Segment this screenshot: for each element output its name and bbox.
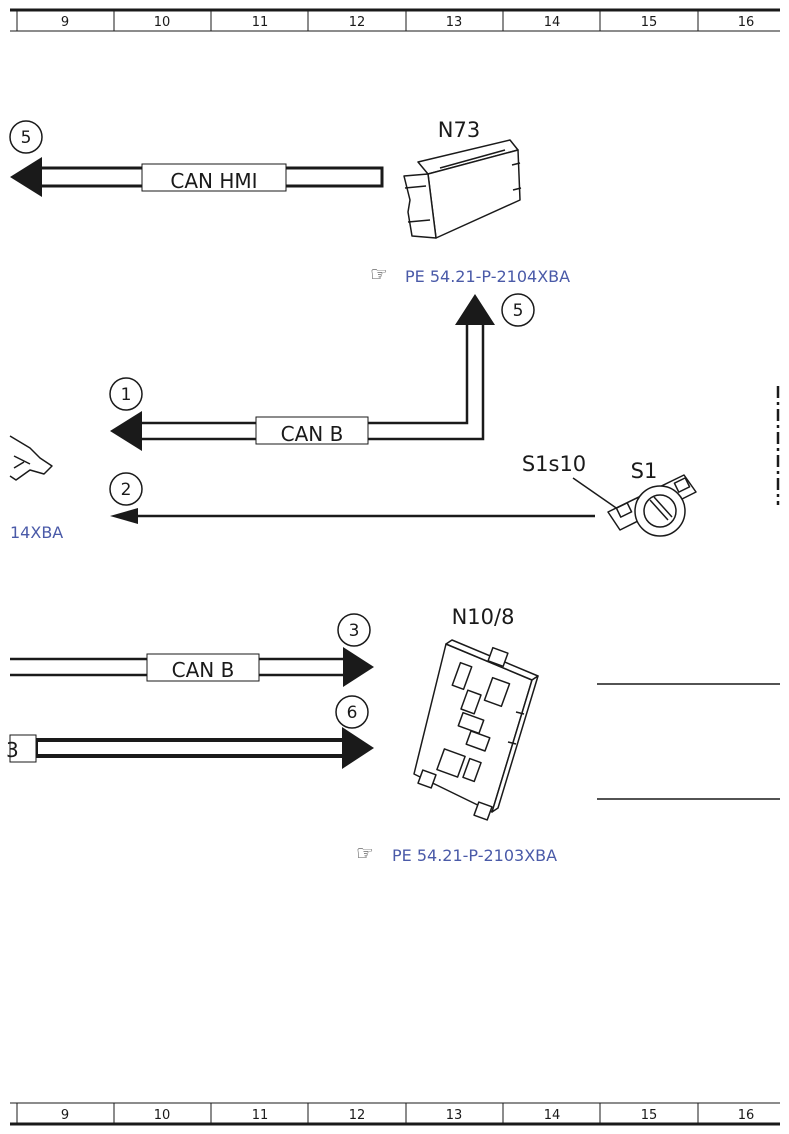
ruler-top-cell: 14 [544, 15, 561, 30]
marker-number: 3 [349, 621, 360, 641]
marker-number: 5 [513, 301, 524, 321]
left-edge-ref-fragment[interactable]: 14XBA [10, 523, 63, 542]
can-b-lower-arrowhead [343, 647, 374, 687]
can-hmi-label: CAN HMI [170, 169, 257, 193]
ruler-bottom-cell: 15 [641, 1108, 658, 1123]
ruler-bottom-cell: 11 [252, 1108, 269, 1123]
ruler-top-cell: 16 [738, 15, 755, 30]
can-b-lower-label: CAN B [172, 658, 235, 682]
ruler-bottom-cell: 16 [738, 1108, 755, 1123]
n73-module-icon [403, 139, 522, 239]
can-b-upper-left-arrowhead [110, 411, 142, 451]
marker-circle: 1 [109, 377, 143, 411]
signal-arrowhead [110, 508, 138, 524]
marker-circle: 3 [337, 613, 371, 647]
ruler-top-cell: 10 [154, 15, 171, 30]
n73-reference-link[interactable]: ☞ PE 54.21-P-2104XBA [370, 262, 570, 286]
marker-circle: 5 [501, 293, 535, 327]
bus-6-arrowhead [342, 727, 374, 769]
hand-pointer-icon: ☞ [356, 841, 374, 865]
s1s10-label: S1s10 [522, 452, 586, 476]
ruler-top-cell: 12 [349, 15, 366, 30]
ruler-bottom-cell: 13 [446, 1108, 463, 1123]
ruler-top-cell: 15 [641, 15, 658, 30]
marker-number: 2 [121, 480, 132, 500]
can-hmi-bus: CAN HMI [10, 157, 384, 197]
n10-8-reference-link[interactable]: ☞ PE 54.21-P-2103XBA [356, 841, 557, 865]
ruler-bottom-cell: 9 [61, 1108, 69, 1123]
hand-pointer-icon: ☞ [370, 262, 388, 286]
n73-label: N73 [438, 118, 480, 142]
s1s10-leader-line [572, 477, 623, 513]
left-edge-connector-icon [9, 435, 53, 481]
left-edge-box-fragment: 3 [6, 738, 19, 762]
bottom-ruler: 9 10 11 12 13 14 15 16 [10, 1102, 780, 1126]
marker-circle: 2 [109, 472, 143, 506]
marker-number: 1 [121, 385, 132, 405]
can-b-upper-bus [140, 322, 485, 441]
can-b-upper-up-arrowhead [455, 294, 495, 325]
marker-number: 5 [21, 128, 32, 148]
n10-8-ref-text[interactable]: PE 54.21-P-2103XBA [392, 846, 557, 865]
n10-8-module-icon [413, 639, 539, 821]
marker-circle: 6 [335, 695, 369, 729]
n73-ref-text[interactable]: PE 54.21-P-2104XBA [405, 267, 570, 286]
ruler-top-cell: 9 [61, 15, 69, 30]
n10-8-label: N10/8 [452, 605, 515, 629]
ruler-bottom-cell: 14 [544, 1108, 561, 1123]
s1-label: S1 [631, 459, 658, 483]
can-b-upper-label: CAN B [281, 422, 344, 446]
ignition-switch-icon [607, 474, 697, 537]
can-hmi-arrowhead [10, 157, 42, 197]
marker-circle: 5 [9, 120, 43, 154]
top-ruler: 9 10 11 12 13 14 15 16 [10, 8, 780, 32]
ruler-bottom-cell: 10 [154, 1108, 171, 1123]
ruler-bottom-cell: 12 [349, 1108, 366, 1123]
ruler-top-cell: 11 [252, 15, 269, 30]
marker-number: 6 [347, 703, 358, 723]
ruler-top-cell: 13 [446, 15, 463, 30]
